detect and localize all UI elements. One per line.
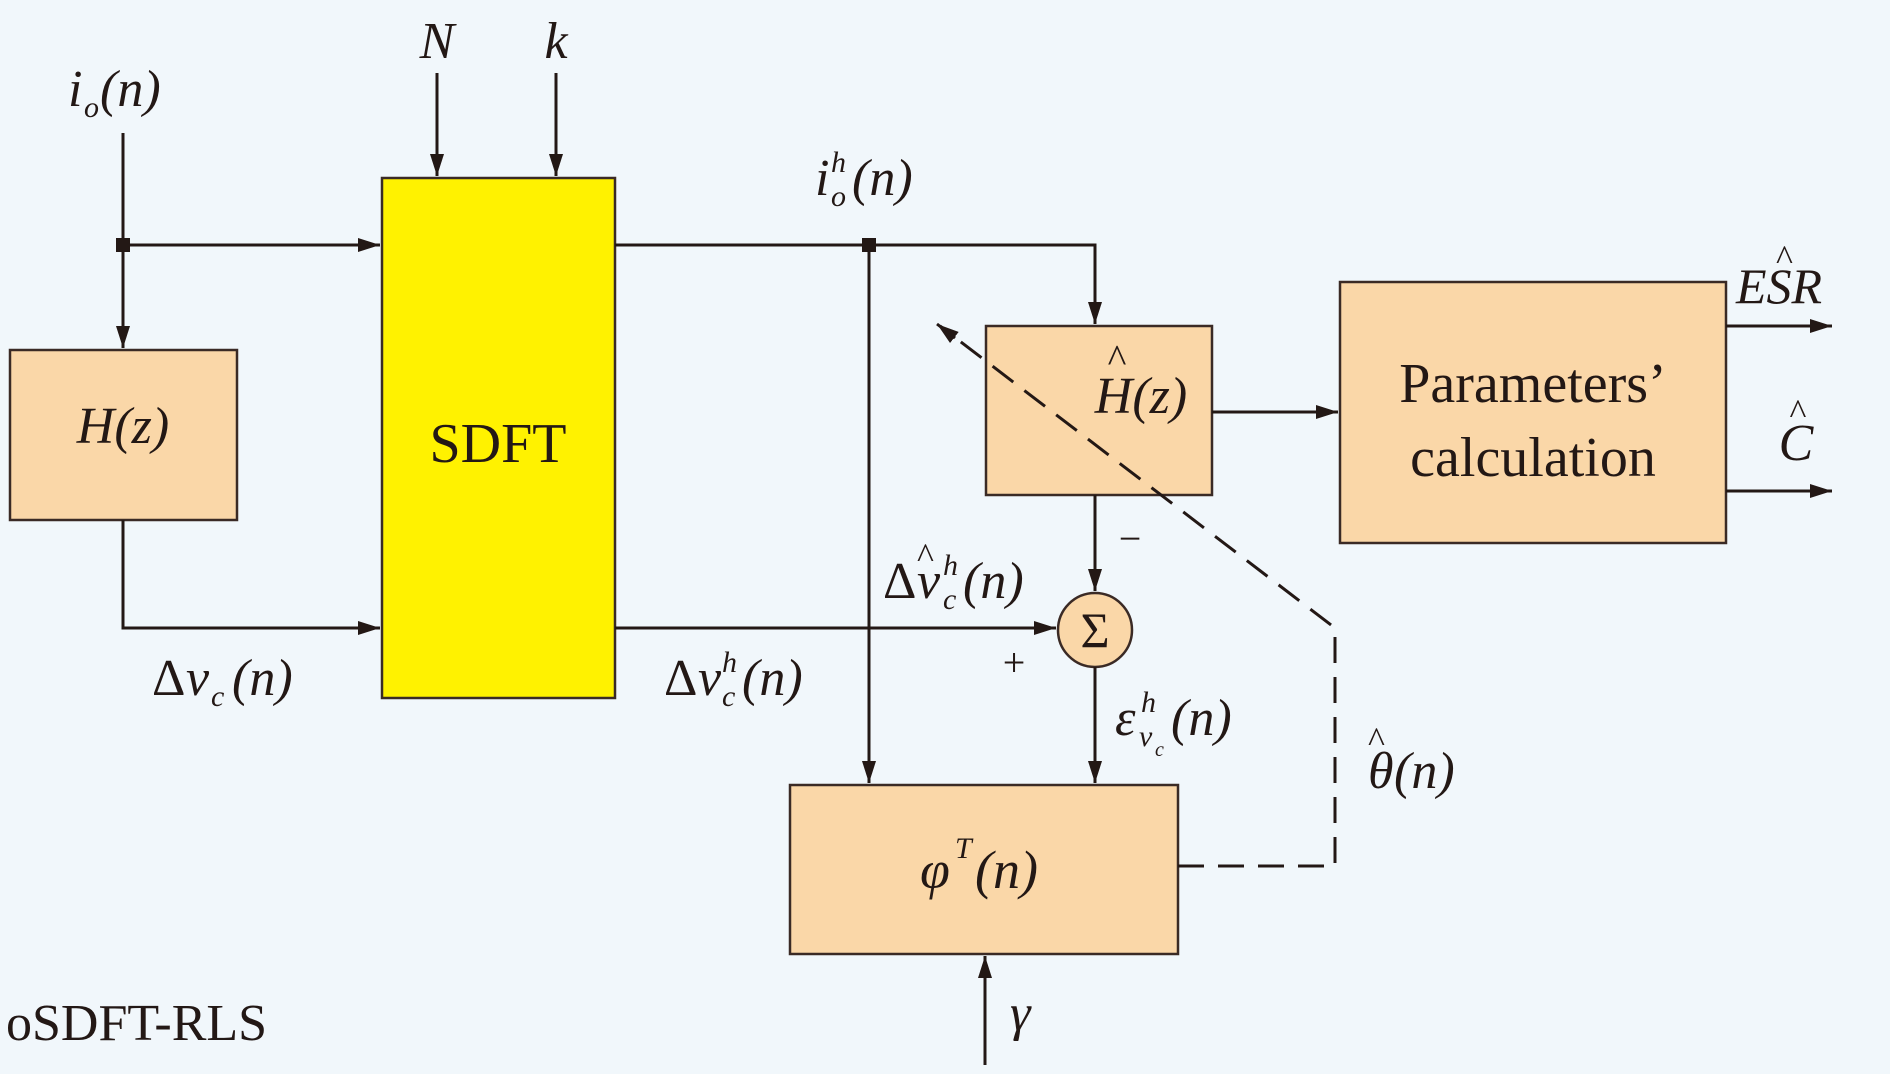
dvhat-label-hat: ^	[917, 536, 934, 576]
c-hat: ^	[1790, 392, 1807, 432]
n-label: N	[419, 13, 458, 70]
dvhat-label-sub: c	[943, 583, 956, 616]
dvhat-label-arg: (n)	[963, 553, 1024, 610]
io-label-arg: (n)	[100, 61, 161, 118]
hhat-label: H(z)	[1094, 368, 1187, 425]
dvch-label-delta: Δ	[664, 650, 697, 707]
hz-block	[8, 348, 239, 522]
params-line1: Parameters’	[1399, 353, 1666, 415]
minus-sign: −	[1119, 516, 1142, 561]
phi-block	[788, 783, 1180, 956]
diagram-caption: oSDFT-RLS	[6, 995, 267, 1052]
eps-label-main: ε	[1115, 690, 1136, 747]
hz-label: H(z)	[76, 398, 169, 455]
eps-label-sub: v	[1139, 720, 1153, 753]
eps-label-sup: h	[1141, 686, 1156, 719]
dvch-label-arg: (n)	[742, 650, 803, 707]
dvc-label-delta: Δ	[152, 650, 185, 707]
dashed-arrow-head	[936, 322, 959, 344]
wire-ioh-to-hhat	[615, 243, 1102, 324]
phi-sup: T	[955, 832, 974, 865]
dvc-label-arg: (n)	[232, 650, 293, 707]
dvhat-label-main: v	[917, 553, 941, 610]
eps-label-arg: (n)	[1171, 690, 1232, 747]
ioh-label-sup: h	[831, 146, 846, 179]
params-line2: calculation	[1410, 427, 1656, 489]
hhat-block	[984, 324, 1214, 497]
parameters-block	[1338, 280, 1728, 545]
hhat-hat: ^	[1108, 336, 1127, 381]
dvch-label-sub: c	[722, 680, 735, 713]
ioh-label-main: i	[815, 150, 829, 207]
esr-label: ESR	[1735, 258, 1822, 314]
io-label-sub: o	[84, 91, 99, 124]
dvc-label-main: v	[186, 650, 210, 707]
dvc-label-sub: c	[211, 680, 224, 713]
ioh-label-arg: (n)	[852, 150, 913, 207]
phi-label: φ	[920, 840, 950, 900]
dashed-theta-path	[939, 324, 1337, 868]
theta-label-hat: ^	[1368, 720, 1385, 760]
dvch-label-main: v	[698, 650, 722, 707]
sdft-label: SDFT	[430, 413, 567, 475]
phi-arg: (n)	[975, 840, 1038, 900]
sum-symbol: Σ	[1080, 602, 1109, 658]
eps-label-subsub: c	[1155, 739, 1164, 761]
c-label: C	[1779, 415, 1815, 472]
dvhat-label-sup: h	[943, 549, 958, 582]
ioh-label-sub: o	[831, 180, 846, 213]
esr-hat: ^	[1776, 238, 1793, 278]
plus-sign: +	[1003, 640, 1026, 685]
wire-hz-to-sdft	[121, 520, 380, 635]
dvhat-label-delta: Δ	[883, 553, 916, 610]
theta-label-arg: (n)	[1394, 743, 1455, 800]
gamma-label: γ	[1010, 985, 1032, 1042]
io-label-main: i	[68, 61, 82, 118]
theta-label-main: θ	[1368, 743, 1394, 800]
junction-io	[116, 238, 130, 252]
sdft-block	[380, 176, 617, 700]
dvch-label-sup: h	[722, 646, 737, 679]
k-label: k	[544, 13, 568, 70]
